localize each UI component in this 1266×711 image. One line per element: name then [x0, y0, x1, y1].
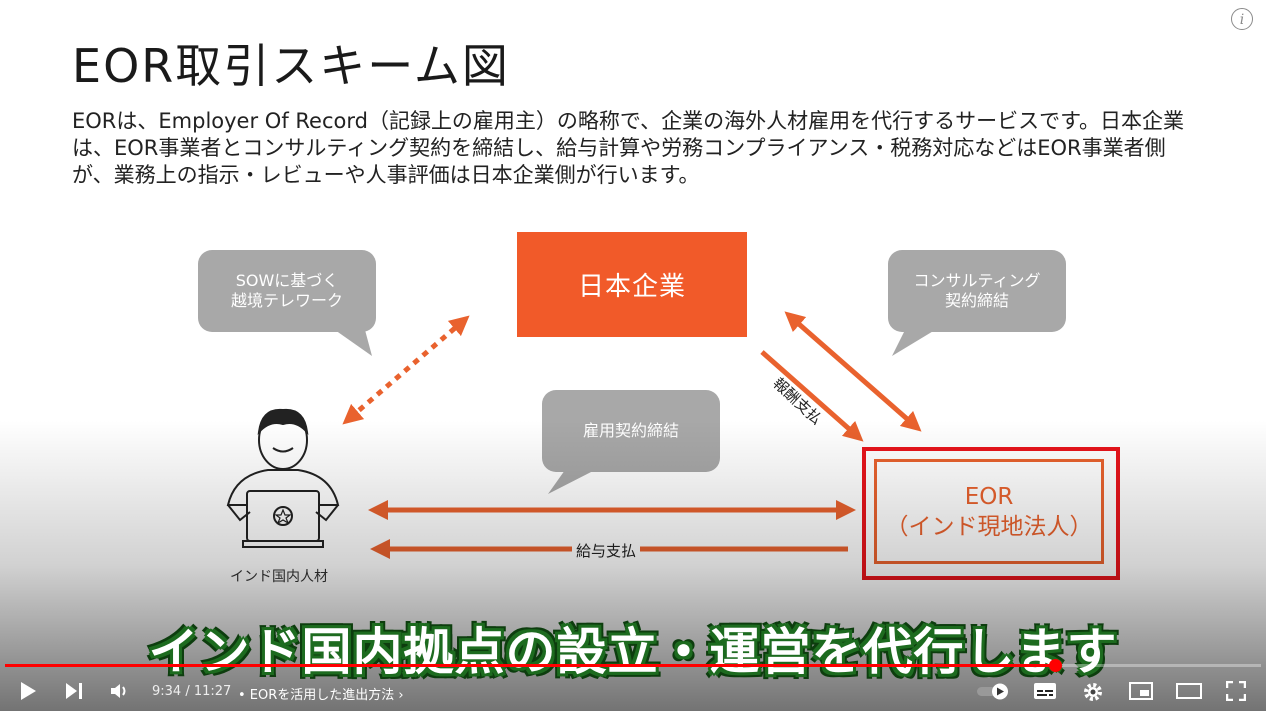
bubble-telework-line1: SOWに基づく: [235, 271, 339, 290]
play-icon[interactable]: [18, 681, 38, 701]
bubble-consulting-line1: コンサルティング: [913, 271, 1041, 290]
telework-arrow: [342, 315, 470, 425]
bubble-tail-left: [335, 330, 372, 356]
progress-played: [5, 664, 1056, 667]
bubble-tail-right: [892, 330, 935, 356]
eor-subtitle: （インド現地法人）: [885, 513, 1093, 540]
consulting-arrow: [784, 311, 922, 432]
autoplay-toggle[interactable]: [976, 682, 1012, 700]
theater-icon[interactable]: [1176, 683, 1202, 699]
bubble-telework-line2: 越境テレワーク: [230, 291, 343, 310]
person-label: インド国内人材: [230, 569, 328, 585]
info-icon[interactable]: i: [1231, 8, 1253, 30]
bubble-telework: SOWに基づく 越境テレワーク: [198, 250, 376, 332]
chapter-title[interactable]: • EORを活用した進出方法 ›: [238, 684, 404, 703]
time-display: 9:34 / 11:27: [152, 684, 232, 699]
eor-title: EOR: [964, 483, 1014, 510]
bubble-employment: 雇用契約締結: [542, 390, 720, 472]
company-box: 日本企業: [517, 232, 747, 337]
progress-bar[interactable]: [5, 659, 1261, 672]
slide-title: EOR取引スキーム図: [72, 39, 510, 93]
player-controls: 9:34 / 11:27 • EORを活用した進出方法 ›: [0, 672, 1266, 711]
bubble-consulting: コンサルティング 契約締結: [888, 250, 1066, 332]
person-illustration: [226, 408, 340, 548]
bubble-consulting-line2: 契約締結: [944, 291, 1009, 310]
video-caption: インド国内拠点の設立・運営を代行します: [148, 623, 1118, 681]
eor-box: EOR （インド現地法人）: [874, 459, 1104, 564]
next-icon[interactable]: [64, 682, 84, 700]
bubble-tail-center: [548, 470, 595, 494]
fullscreen-icon[interactable]: [1226, 681, 1246, 701]
subtitles-icon[interactable]: [1033, 682, 1057, 700]
slide-description: EORは、Employer Of Record（記録上の雇用主）の略称で、企業の…: [72, 109, 1184, 187]
bubble-employment-text: 雇用契約締結: [582, 421, 679, 440]
settings-icon[interactable]: [1082, 681, 1104, 703]
scrubber-handle[interactable]: [1049, 659, 1063, 672]
miniplayer-icon[interactable]: [1129, 682, 1153, 700]
salary-label: 給与支払: [572, 540, 641, 561]
chevron-right-icon: ›: [398, 688, 404, 703]
volume-icon[interactable]: [110, 682, 130, 700]
chapter-text: • EORを活用した進出方法: [238, 688, 395, 703]
